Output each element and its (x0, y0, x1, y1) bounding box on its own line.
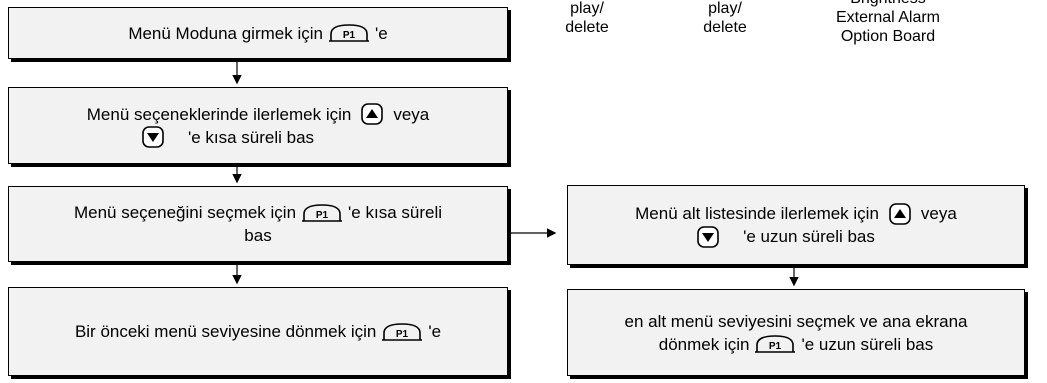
step-text: veya (393, 104, 430, 124)
svg-text:P1: P1 (769, 341, 782, 352)
step-text: Menü seçeneklerinde ilerlemek için (86, 104, 352, 124)
down-arrow-button-icon (697, 225, 719, 248)
step-text: Menü seçeneğini seçmek için (73, 203, 297, 222)
top-label-line: play/ (570, 0, 604, 17)
step-text: 'e (428, 322, 442, 341)
step-box-select-bottom-level: en alt menü seviyesini seçmek ve ana ekr… (567, 289, 1025, 376)
step-text: bas (244, 226, 272, 245)
top-label-play-delete-1: play/ delete (547, 0, 627, 37)
step-text: 'e kısa süreli bas (187, 127, 315, 147)
step-text: Bir önceki menü seviyesine dönmek için (74, 322, 377, 341)
up-arrow-button-icon (889, 202, 911, 225)
top-label-line: delete (565, 19, 609, 36)
step-text: en alt menü seviyesini seçmek ve ana ekr… (624, 311, 968, 331)
step-box-navigate-submenu: Menü alt listesinde ilerlemek için veya … (567, 185, 1025, 265)
step-text: Menü Moduna girmek için (128, 23, 323, 43)
step-box-enter-menu: Menü Moduna girmek için P1 'e (8, 7, 508, 59)
p1-button-icon: P1 (382, 322, 423, 342)
step-text: Menü alt listesinde ilerlemek için (635, 204, 879, 223)
svg-text:P1: P1 (396, 329, 409, 340)
step-text: 'e (374, 23, 388, 43)
p1-button-icon: P1 (328, 23, 369, 43)
step-text: 'e kısa süreli (348, 203, 442, 222)
svg-text:P1: P1 (343, 30, 356, 41)
svg-text:P1: P1 (316, 210, 329, 221)
top-label-line: External Alarm (835, 9, 941, 26)
down-arrow-button-icon (142, 126, 164, 148)
step-text: 'e uzun süreli bas (801, 334, 934, 354)
step-box-go-back: Bir önceki menü seviyesine dönmek için P… (8, 287, 508, 376)
top-label-line: Option Board (840, 28, 936, 45)
up-arrow-button-icon (361, 103, 384, 125)
step-box-select-option: Menü seçeneğini seçmek için P1 'e kısa s… (8, 186, 508, 262)
p1-button-icon: P1 (755, 334, 796, 354)
step-text: 'e uzun süreli bas (743, 227, 875, 246)
top-label-options: Brightness External Alarm Option Board (793, 0, 983, 46)
top-label-line: delete (703, 19, 747, 36)
top-label-line: Brightness (793, 0, 983, 8)
top-label-line: play/ (708, 0, 742, 17)
top-label-play-delete-2: play/ delete (685, 0, 765, 37)
step-text: dönmek için (658, 334, 750, 354)
p1-button-icon: P1 (302, 203, 343, 223)
step-box-navigate-menu: Menü seçeneklerinde ilerlemek için veya … (8, 87, 508, 164)
step-text: veya (920, 204, 957, 223)
